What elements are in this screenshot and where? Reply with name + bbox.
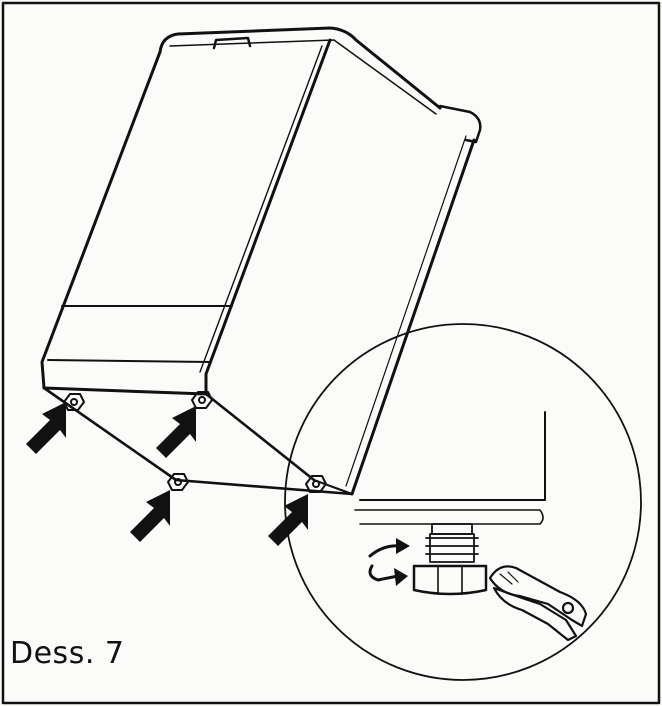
detail-circle [284,323,642,681]
foot-nut [305,475,327,493]
foot-nut [63,393,85,411]
bold-diagonal-arrow-icon [130,490,170,542]
foot-nut-detail [412,564,488,596]
appliance-body [40,26,482,496]
bold-diagonal-arrow-icon [156,406,196,458]
foot-nut [167,473,189,491]
pliers-icon [488,565,588,642]
detail-view [354,411,546,596]
bold-diagonal-arrow-icon [26,402,66,454]
figure-caption: Dess. 7 [10,636,125,671]
bold-diagonal-arrow-icon [268,494,308,546]
threaded-spindle [425,523,479,563]
